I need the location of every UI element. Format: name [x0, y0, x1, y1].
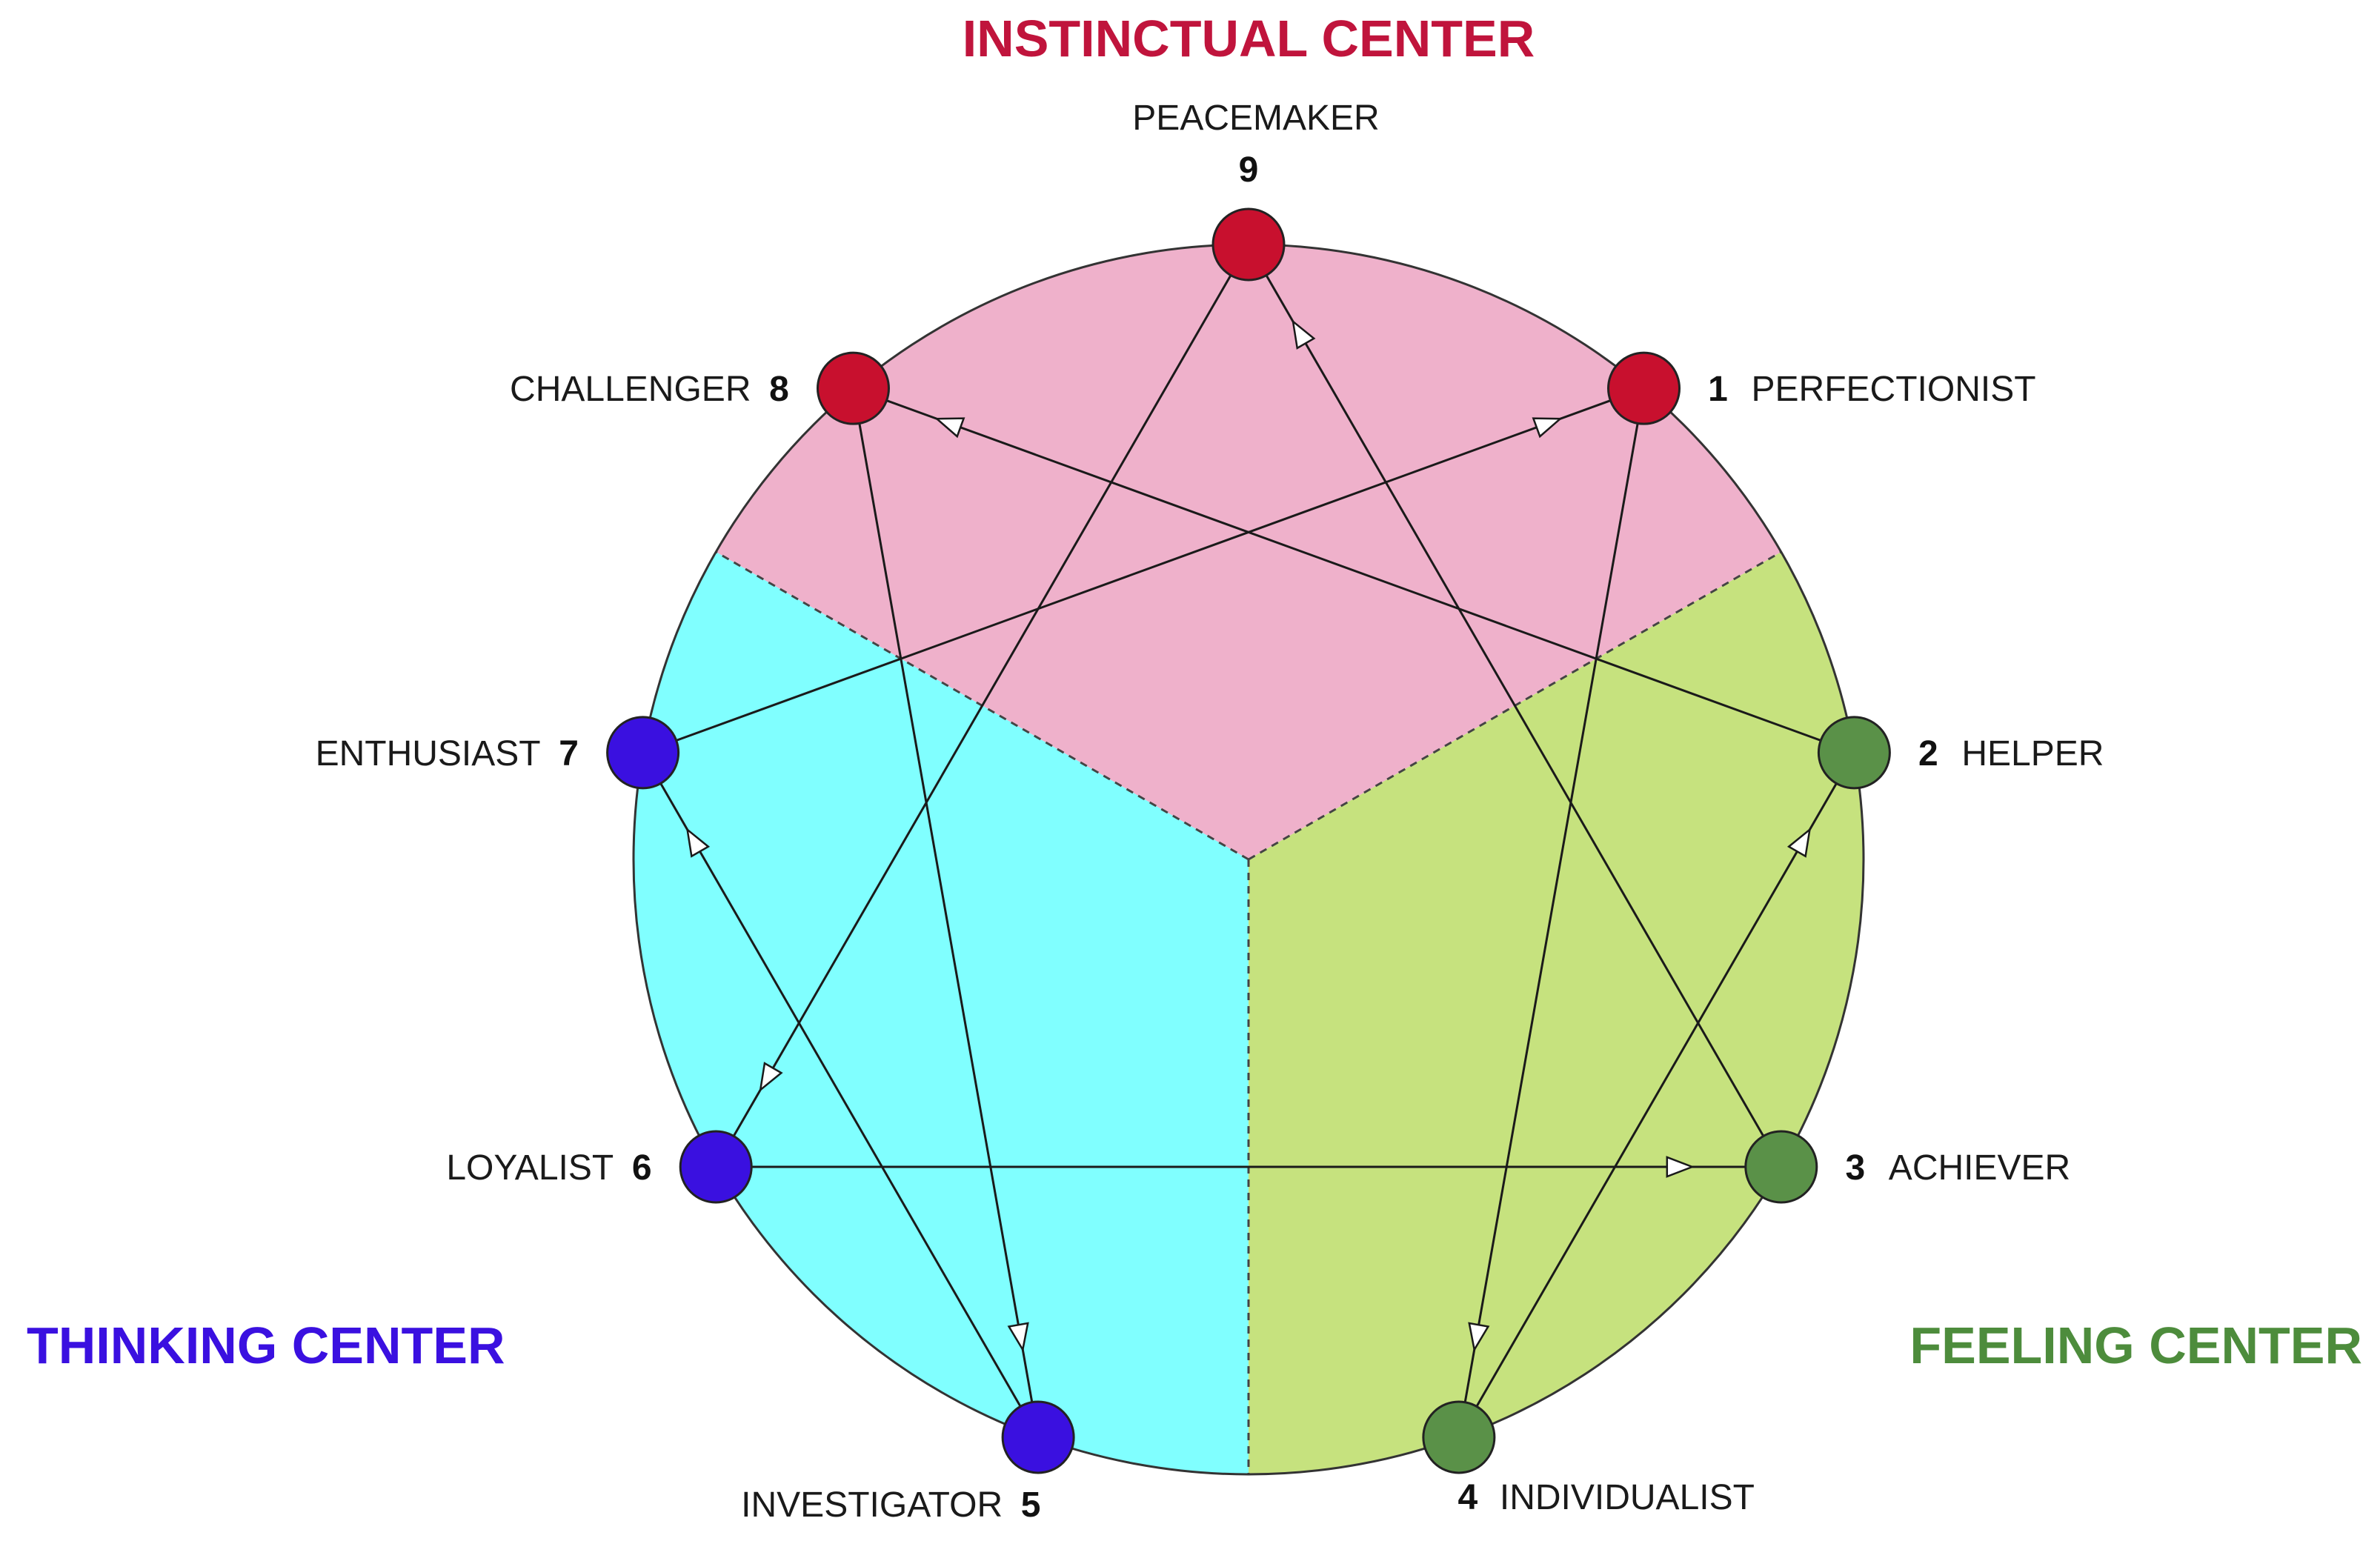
feeling-sector [1249, 552, 1864, 1474]
line-2-to-8 [852, 387, 1855, 754]
connection-lines [642, 244, 1855, 1438]
line-1-to-4 [1457, 387, 1645, 1438]
line-7-to-1 [642, 387, 1645, 754]
arrowhead-9-to-6 [759, 1062, 783, 1093]
arrowhead-8-to-5 [1007, 1322, 1029, 1353]
type-3-name: ACHIEVER [1889, 1148, 2070, 1188]
type-7-node [606, 716, 680, 790]
line-9-to-6 [714, 244, 1250, 1168]
type-2-node [1817, 716, 1891, 790]
type-8-name: CHALLENGER [510, 370, 751, 409]
arrowhead-2-to-8 [934, 417, 965, 439]
type-2-number: 2 [1918, 734, 1938, 773]
type-9-name: PEACEMAKER [1132, 99, 1379, 138]
arrowhead-5-to-7 [685, 827, 711, 858]
type-7-number: 7 [559, 734, 579, 773]
type-5-number: 5 [1021, 1485, 1041, 1525]
type-9-node [1211, 207, 1286, 282]
type-9-number: 9 [1239, 150, 1259, 190]
type-6-node [679, 1130, 753, 1204]
type-2-name: HELPER [1961, 734, 2104, 773]
type-6-name: LOYALIST [446, 1148, 614, 1188]
line-4-to-2 [1457, 752, 1855, 1438]
type-4-number: 4 [1458, 1478, 1478, 1517]
type-3-node [1744, 1130, 1818, 1204]
type-8-node [816, 351, 890, 425]
arrowhead-4-to-2 [1786, 827, 1812, 858]
feeling-center-title: FEELING CENTER [1909, 1317, 2362, 1374]
arrowhead-6-to-3 [1666, 1156, 1695, 1178]
type-5-node [1001, 1400, 1075, 1474]
type-3-number: 3 [1845, 1148, 1865, 1188]
type-1-name: PERFECTIONIST [1752, 370, 2036, 409]
type-6-number: 6 [632, 1148, 652, 1188]
type-1-node [1607, 351, 1681, 425]
type-5-name: INVESTIGATOR [741, 1485, 1003, 1525]
type-7-name: ENTHUSIAST [316, 734, 541, 773]
arrowhead-7-to-1 [1532, 417, 1563, 439]
arrowhead-1-to-4 [1468, 1322, 1490, 1353]
line-8-to-5 [852, 387, 1040, 1438]
type-1-number: 1 [1708, 370, 1728, 409]
type-4-node [1422, 1400, 1496, 1474]
type-labels: PEACEMAKER 9 1 PERFECTIONIST 2 HELPER 3 ACHIEVE… [316, 99, 2104, 1525]
type-4-name: INDIVIDUALIST [1500, 1478, 1755, 1517]
line-5-to-7 [642, 752, 1040, 1438]
line-3-to-9 [1247, 244, 1783, 1168]
type-8-number: 8 [769, 370, 789, 409]
arrowhead-3-to-9 [1292, 319, 1316, 350]
thinking-sector [633, 552, 1249, 1474]
type-nodes [606, 207, 1891, 1474]
instinctual-center-title: INSTINCTUAL CENTER [963, 10, 1535, 67]
thinking-center-title: THINKING CENTER [27, 1317, 505, 1374]
